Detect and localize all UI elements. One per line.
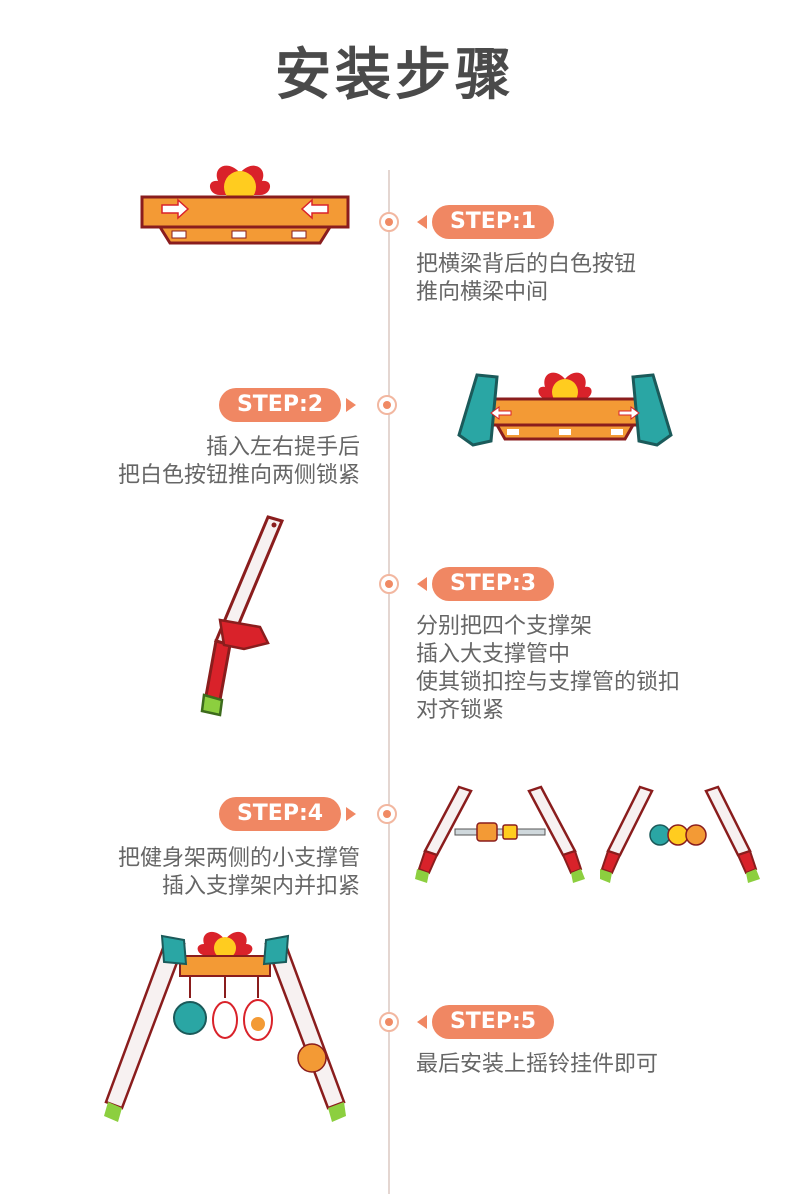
pointer-arrow-icon [417,215,427,229]
timeline-node-3 [379,574,399,594]
timeline-node-1 [379,212,399,232]
step-3-badge: STEP:3 [432,567,554,601]
step-5-badge: STEP:5 [432,1005,554,1039]
step-4-badge: STEP:4 [219,797,341,831]
timeline-node-4 [377,804,397,824]
step-5-description: 最后安装上摇铃挂件即可 [416,1052,659,1077]
frame-assembly-illustration-b [600,785,760,883]
timeline-node-2 [377,395,397,415]
pointer-arrow-icon [346,398,356,412]
step-1-badge: STEP:1 [432,205,554,239]
step-2-description: 插入左右提手后 把白色按钮推向两侧锁紧 [117,435,360,488]
step-4-description: 把健身架两侧的小支撑管 插入支撑架内并扣紧 [117,846,360,899]
pointer-arrow-icon [417,577,427,591]
page-title: 安装步骤 [275,43,515,108]
pointer-arrow-icon [346,807,356,821]
crossbeam-illustration [140,165,350,245]
step-1-description: 把横梁背后的白色按钮 推向横梁中间 [416,252,637,305]
step-2-badge: STEP:2 [219,388,341,422]
complete-play-gym-illustration [104,931,346,1122]
support-tube-illustration [200,515,285,717]
frame-assembly-illustration-a [415,785,585,883]
pointer-arrow-icon [417,1015,427,1029]
crossbeam-handles-illustration [457,372,673,447]
timeline-node-5 [379,1012,399,1032]
timeline-line [388,170,390,1194]
step-3-description: 分别把四个支撑架 插入大支撑管中 使其锁扣控与支撑管的锁扣 对齐锁紧 [416,614,681,723]
